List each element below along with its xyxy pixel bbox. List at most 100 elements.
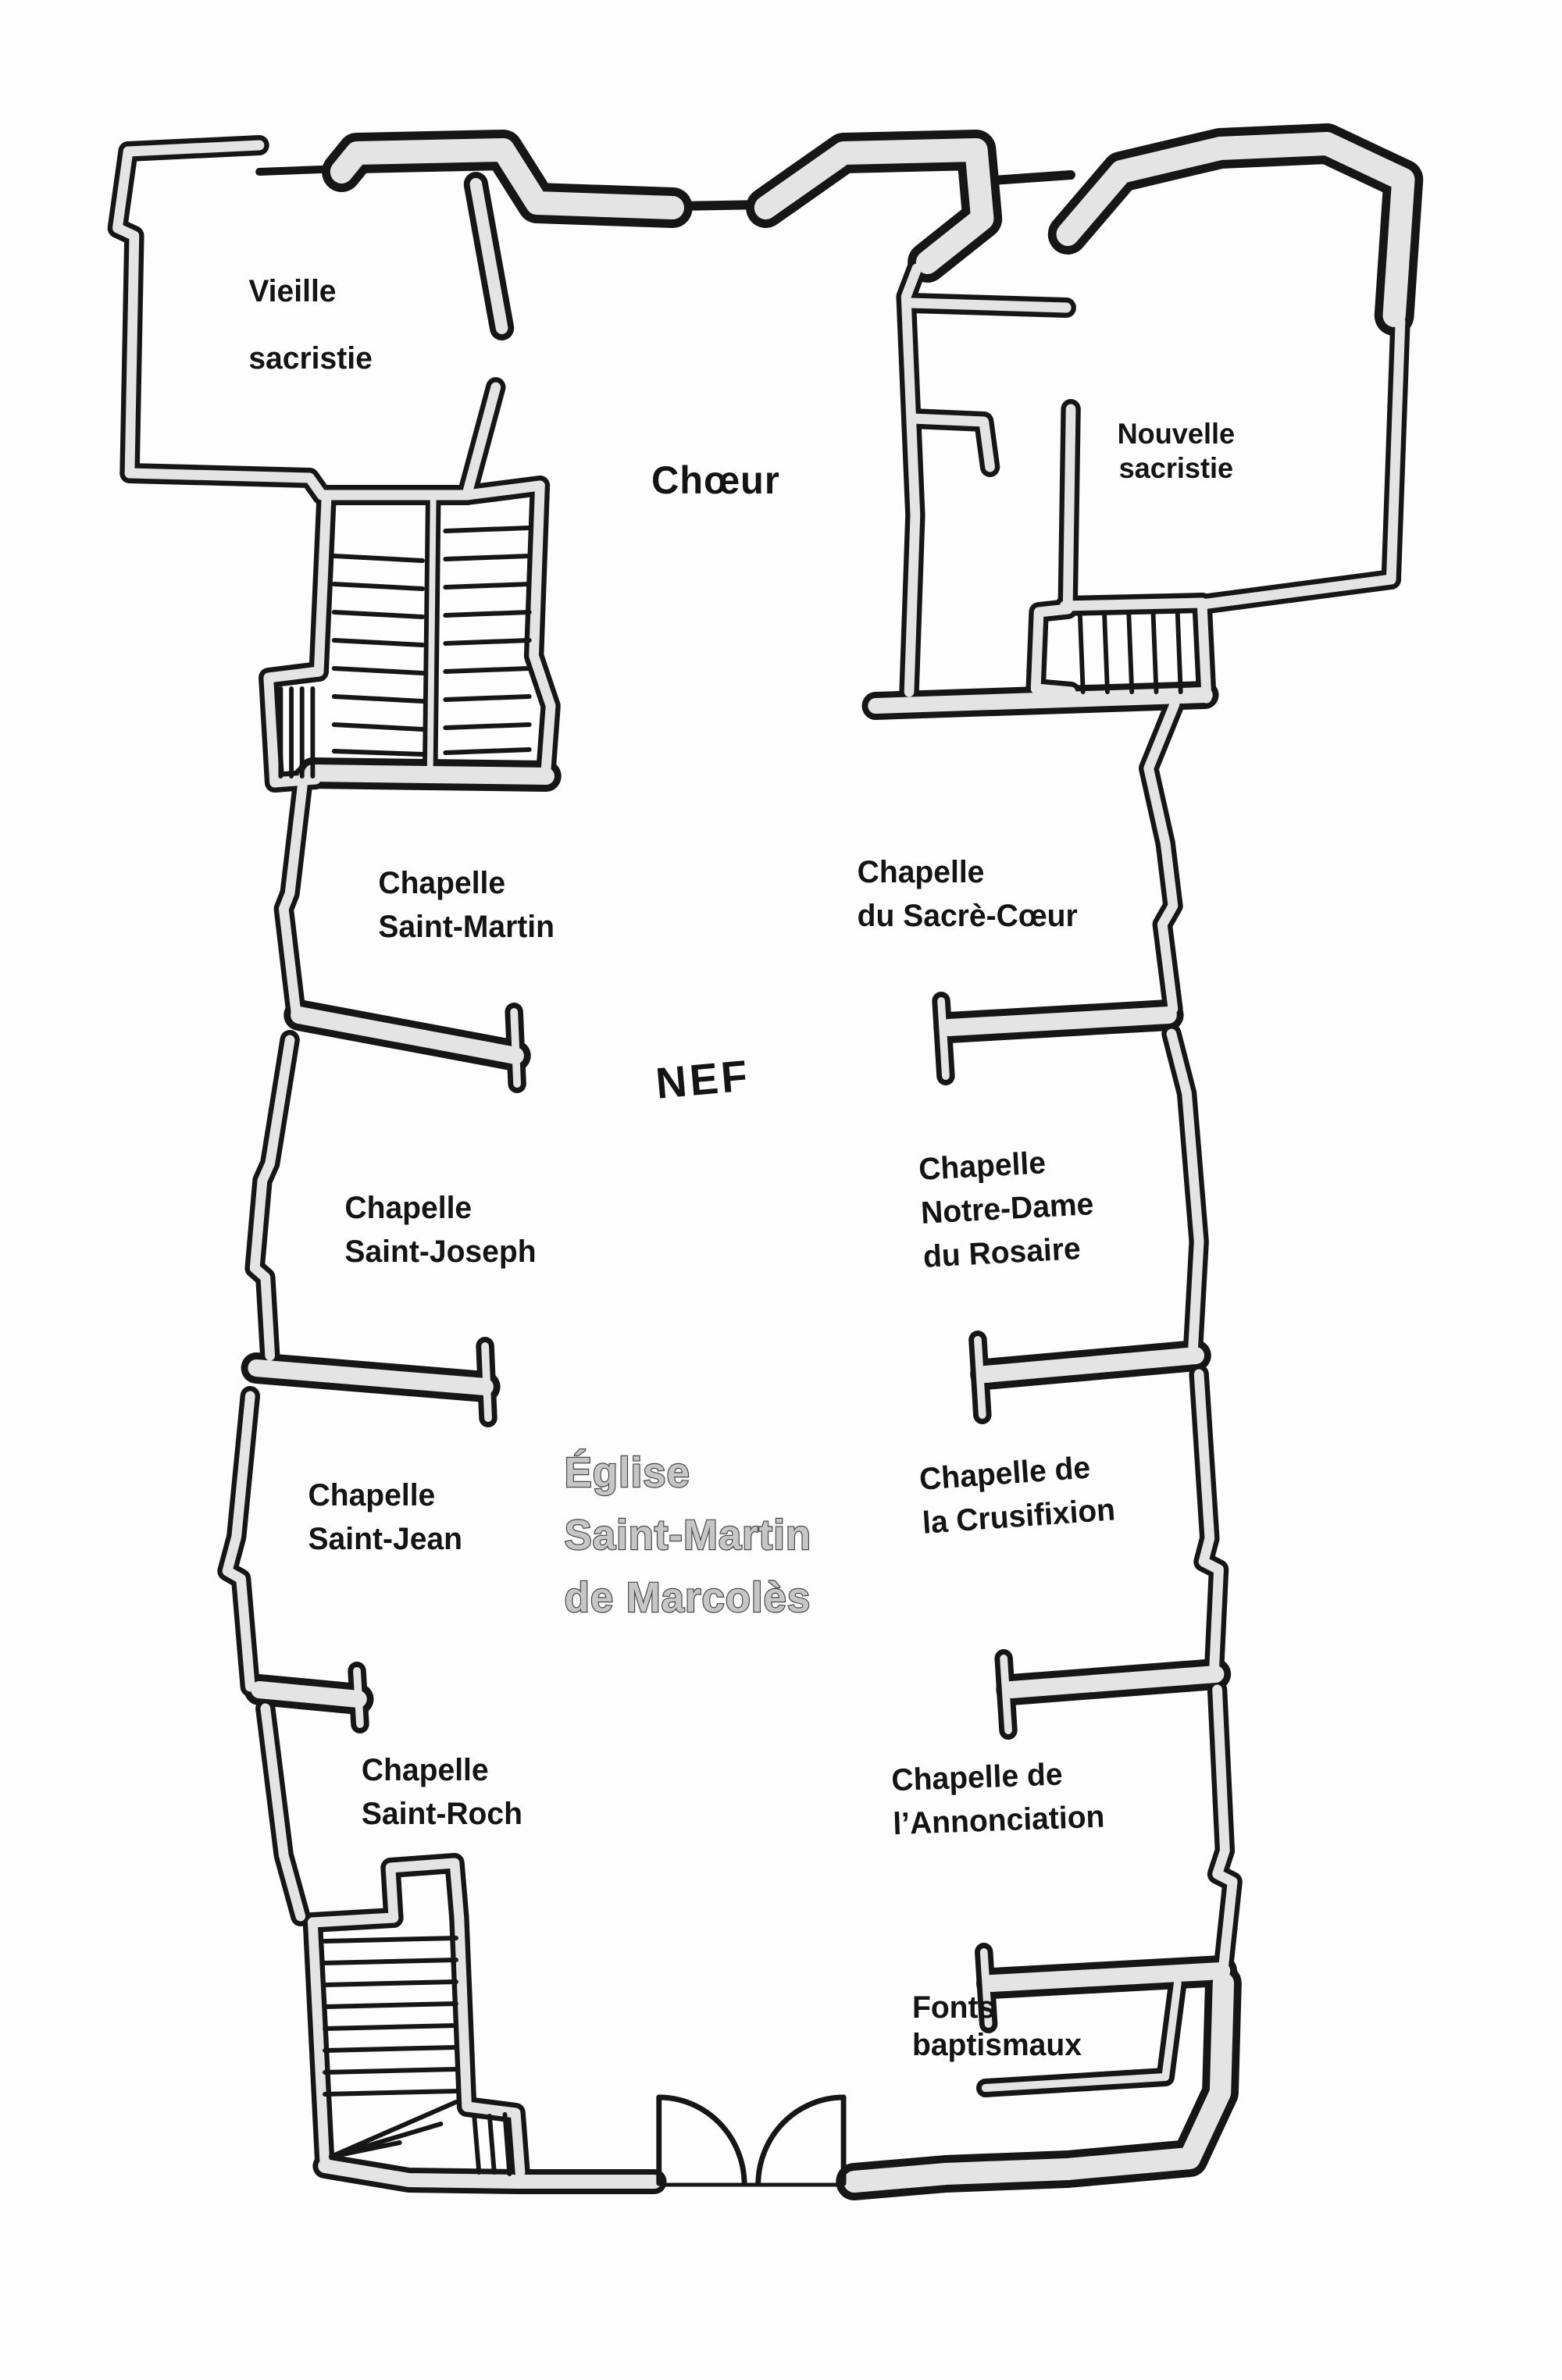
stair-tread xyxy=(331,694,425,704)
plan-title-line1: Église xyxy=(565,1448,690,1496)
wall-segment-core xyxy=(1196,574,1396,610)
wall-segment-core xyxy=(1056,132,1415,327)
stair-tread xyxy=(443,666,532,674)
walls-fill-layer xyxy=(112,132,1415,2193)
wall-segment-core xyxy=(124,468,473,501)
entrance-door-arcs xyxy=(656,2094,847,2186)
wall-segment-core xyxy=(123,140,265,157)
label-nouvelle-sacristie-line1: Nouvelle xyxy=(1118,418,1236,450)
wall-segment-core xyxy=(481,1342,492,1422)
wall-segment-core xyxy=(976,1347,1204,1383)
wall-segment-core xyxy=(979,1948,993,2028)
wall-segment-core xyxy=(529,480,556,774)
wall-segment-core xyxy=(1003,1666,1225,1698)
wall-segment-core xyxy=(1030,604,1076,697)
wall-segment-core xyxy=(291,1007,524,1064)
wall-segment-core xyxy=(469,178,508,334)
label-choeur: Chœur xyxy=(651,458,780,502)
wall-segment-core xyxy=(907,413,995,472)
label-chapelle-annonciation-line1: Chapelle de xyxy=(891,1757,1064,1797)
label-chapelle-crucifixion-line1: Chapelle de xyxy=(918,1450,1092,1497)
stair-tread xyxy=(1102,611,1110,694)
wall-segment-core xyxy=(868,687,1213,714)
label-chapelle-sacre-coeur-line2: du Sacrè-Cœur xyxy=(858,899,1078,934)
wall-segment-core xyxy=(263,666,324,788)
wall-segment-core xyxy=(982,1962,1231,1992)
label-chapelle-saint-roch-line2: Saint-Roch xyxy=(362,1797,522,1832)
stair-tread xyxy=(1175,611,1183,694)
label-vieille-sacristie-line1: Vieille xyxy=(248,274,336,309)
wall-segment-core xyxy=(426,497,437,768)
stair-tread xyxy=(443,582,532,590)
wall-segment-core xyxy=(260,1703,306,1922)
label-chapelle-saint-jean-line1: Chapelle xyxy=(308,1478,436,1513)
stair-tread xyxy=(323,1958,458,1965)
label-chapelle-saint-joseph-line1: Chapelle xyxy=(344,1191,472,1226)
wall-segment-core xyxy=(251,1681,367,1708)
stair-tread xyxy=(331,610,425,619)
label-chapelle-saint-martin-line1: Chapelle xyxy=(378,866,505,901)
wall-segment-core xyxy=(1062,404,1076,613)
wall-segment-core xyxy=(385,1858,465,1923)
wall-segment-core xyxy=(308,1912,399,1928)
stair-tread xyxy=(1077,611,1086,694)
stair-tread xyxy=(328,2140,402,2159)
wall-segment-core xyxy=(1212,1684,1238,1973)
wall-segment-core xyxy=(937,997,950,1080)
stair-tread xyxy=(323,1936,458,1944)
stair-tread xyxy=(1150,611,1159,694)
label-chapelle-saint-joseph-line2: Saint-Joseph xyxy=(344,1235,536,1270)
wall-segment-core xyxy=(278,771,309,1017)
stair-tread xyxy=(323,1979,458,1987)
wall-segment-core xyxy=(222,1391,255,1692)
wall-segment-core xyxy=(900,263,922,697)
stair-tread xyxy=(331,749,425,757)
stair-tread xyxy=(331,638,425,647)
stair-tread xyxy=(443,722,532,730)
stair-tread xyxy=(328,2100,458,2159)
stair-tread xyxy=(443,554,532,561)
stair-tread xyxy=(443,747,532,755)
label-nouvelle-sacristie-line2: sacristie xyxy=(1119,452,1234,484)
wall-segment-core xyxy=(330,138,684,219)
stair-tread xyxy=(443,638,532,646)
label-chapelle-annonciation-line2: l’Annonciation xyxy=(893,1799,1105,1841)
stair-tread xyxy=(443,526,532,533)
door-swing-arc xyxy=(656,2094,747,2186)
stair-tread xyxy=(1126,611,1135,694)
stair-tread xyxy=(323,2001,458,2009)
stair-tread xyxy=(443,610,532,618)
label-chapelle-notre-dame-line3: du Rosaire xyxy=(922,1231,1082,1274)
wall-segment-core xyxy=(462,382,501,501)
wall-segment xyxy=(671,200,771,211)
stair-tread xyxy=(331,554,425,563)
wall-segment-core xyxy=(353,1667,364,1728)
label-nef: NEF xyxy=(654,1051,752,1108)
wall-segment-core xyxy=(905,298,1072,313)
wall-segment-core xyxy=(1059,597,1207,611)
stair-tread xyxy=(323,2023,458,2031)
wall-segment-core xyxy=(974,1336,986,1419)
wall-segment-core xyxy=(1000,1655,1012,1734)
wall-segment-core xyxy=(1193,1369,1224,1673)
stair-tread xyxy=(502,2112,512,2176)
stair-tread xyxy=(323,2067,458,2075)
wall-segment-core xyxy=(462,480,545,501)
wall-segment-core xyxy=(510,1008,521,1088)
plan-title-line3: de Marcolès xyxy=(565,1574,811,1621)
label-fonts-baptismaux-line1: Fonts xyxy=(912,1990,995,2025)
wall-segment xyxy=(255,165,346,176)
label-chapelle-crucifixion-line2: la Crusifixion xyxy=(922,1492,1117,1541)
stair-tread xyxy=(323,2089,458,2097)
label-chapelle-saint-roch-line1: Chapelle xyxy=(362,1753,489,1788)
wall-segment-core xyxy=(1196,597,1212,704)
labels-layer: Vieille sacristie Chœur Nouvelle sacrist… xyxy=(248,274,1235,2063)
label-chapelle-notre-dame-line1: Chapelle xyxy=(918,1145,1047,1187)
wall-segment-core xyxy=(318,2159,662,2189)
wall-segment-core xyxy=(313,493,332,677)
label-vieille-sacristie-line2: sacristie xyxy=(248,341,372,376)
wall-segment-core xyxy=(112,146,140,479)
stair-tread xyxy=(472,2115,482,2175)
wall-segment-core xyxy=(754,138,994,274)
